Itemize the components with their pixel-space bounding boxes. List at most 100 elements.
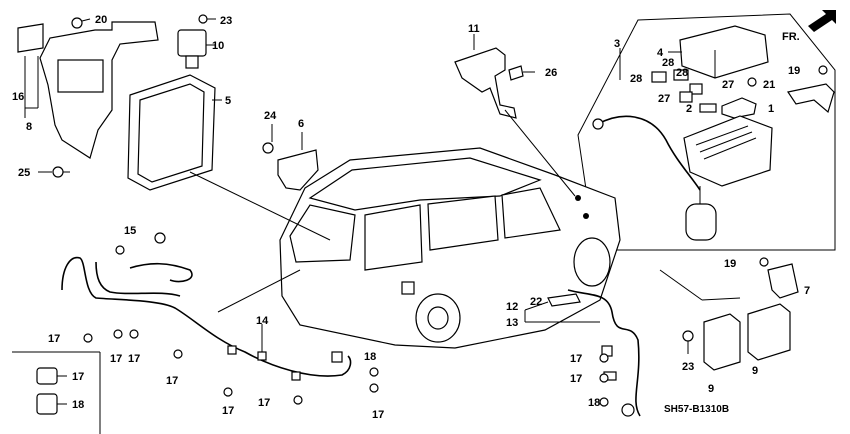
bracket-6 bbox=[277, 149, 319, 191]
callout-19: 19 bbox=[788, 65, 800, 77]
callout-20: 20 bbox=[95, 14, 107, 26]
bolt-19a bbox=[818, 65, 828, 75]
bracket-19 bbox=[787, 83, 835, 114]
callout-8: 8 bbox=[26, 121, 32, 133]
fr-arrow-icon bbox=[808, 10, 836, 32]
callout-17: 17 bbox=[48, 333, 60, 345]
callout-26: 26 bbox=[545, 67, 557, 79]
housing-4 bbox=[679, 25, 769, 79]
control-unit-group bbox=[577, 13, 836, 251]
nut-26 bbox=[508, 65, 524, 81]
harness-branch-a bbox=[95, 261, 181, 297]
orientation-arrow: FR. bbox=[782, 10, 836, 43]
callout-27: 27 bbox=[658, 93, 670, 105]
side-window-3 bbox=[501, 187, 561, 239]
callout-17: 17 bbox=[222, 405, 234, 417]
relay-28b bbox=[673, 69, 689, 81]
callout-17: 17 bbox=[166, 375, 178, 387]
bracket-11-group bbox=[454, 34, 535, 119]
bolt-24 bbox=[262, 142, 274, 154]
control-unit-frame bbox=[577, 13, 836, 251]
front-harness-group bbox=[524, 289, 641, 417]
rear-harness-group bbox=[61, 232, 352, 381]
bracket-7 bbox=[767, 263, 799, 299]
callout-17: 17 bbox=[258, 397, 270, 409]
callout-24: 24 bbox=[264, 110, 277, 122]
relay-10-base bbox=[185, 55, 199, 69]
callout-17: 17 bbox=[110, 353, 122, 365]
vehicle bbox=[279, 147, 621, 349]
sensor-harness bbox=[567, 289, 641, 417]
side-window-2 bbox=[427, 195, 499, 251]
callout-27: 27 bbox=[722, 79, 734, 91]
part-1 bbox=[721, 97, 757, 119]
relay-27a bbox=[689, 83, 703, 95]
harness-14 bbox=[61, 256, 352, 377]
leader-lines bbox=[12, 109, 741, 434]
callout-23: 23 bbox=[682, 361, 694, 373]
tail-lamp bbox=[401, 281, 415, 295]
vehicle-roof bbox=[308, 157, 542, 211]
callout-18: 18 bbox=[364, 351, 376, 363]
callout-19: 19 bbox=[724, 258, 736, 270]
orientation-label: FR. bbox=[782, 31, 800, 43]
side-window-1 bbox=[364, 204, 423, 271]
relay-28a bbox=[651, 71, 667, 83]
callout-17: 17 bbox=[570, 353, 582, 365]
control-unit-3 bbox=[683, 115, 773, 187]
callout-3: 3 bbox=[614, 38, 620, 50]
diagram-code: SH57-B1310B bbox=[664, 404, 729, 415]
callout-17: 17 bbox=[128, 353, 140, 365]
callout-9: 9 bbox=[708, 383, 714, 395]
part-2 bbox=[699, 103, 717, 113]
callout-5: 5 bbox=[225, 95, 231, 107]
relay-9a bbox=[703, 313, 741, 371]
callout-22: 22 bbox=[530, 296, 542, 308]
callout-18: 18 bbox=[72, 399, 84, 411]
relay-9-group bbox=[682, 257, 799, 371]
callout-16: 16 bbox=[12, 91, 24, 103]
bracket-11 bbox=[454, 47, 517, 119]
ecu-5-face bbox=[137, 83, 205, 183]
relay-9b bbox=[747, 303, 791, 361]
cable-terminal bbox=[592, 118, 604, 130]
bolt-23b bbox=[682, 330, 694, 342]
callout-11: 11 bbox=[468, 23, 480, 35]
callout-10: 10 bbox=[212, 40, 224, 52]
callout-23: 23 bbox=[220, 15, 232, 27]
fasteners bbox=[36, 329, 609, 415]
front-wheel bbox=[573, 237, 611, 287]
screw-23a bbox=[198, 14, 208, 24]
callout-25: 25 bbox=[18, 167, 30, 179]
callout-15: 15 bbox=[124, 225, 136, 237]
bracket-window bbox=[57, 59, 104, 93]
legend-fastener-17 bbox=[36, 367, 58, 385]
plate-16 bbox=[17, 23, 44, 53]
ecu-bracket-group bbox=[17, 14, 222, 191]
callout-17: 17 bbox=[372, 409, 384, 421]
callout-2: 2 bbox=[686, 103, 692, 115]
relay-10 bbox=[177, 29, 207, 57]
callout-1: 1 bbox=[768, 103, 774, 115]
bolt-25 bbox=[52, 166, 64, 178]
callout-6: 6 bbox=[298, 118, 304, 130]
callout-9: 9 bbox=[752, 365, 758, 377]
callout-14: 14 bbox=[256, 315, 269, 327]
canister bbox=[685, 203, 717, 241]
callout-21: 21 bbox=[763, 79, 775, 91]
callout-7: 7 bbox=[804, 285, 810, 297]
callout-17: 17 bbox=[570, 373, 582, 385]
connector-15 bbox=[154, 232, 166, 244]
callout-13: 13 bbox=[506, 317, 518, 329]
callout-17: 17 bbox=[72, 371, 84, 383]
callout-12: 12 bbox=[506, 301, 518, 313]
bolt-20 bbox=[71, 17, 83, 29]
callout-28: 28 bbox=[676, 67, 688, 79]
clip-22 bbox=[547, 293, 581, 307]
bolt-19b bbox=[759, 257, 769, 267]
rear-window bbox=[289, 204, 356, 263]
callout-4: 4 bbox=[657, 47, 664, 59]
cable bbox=[597, 115, 701, 191]
callout-18: 18 bbox=[588, 397, 600, 409]
